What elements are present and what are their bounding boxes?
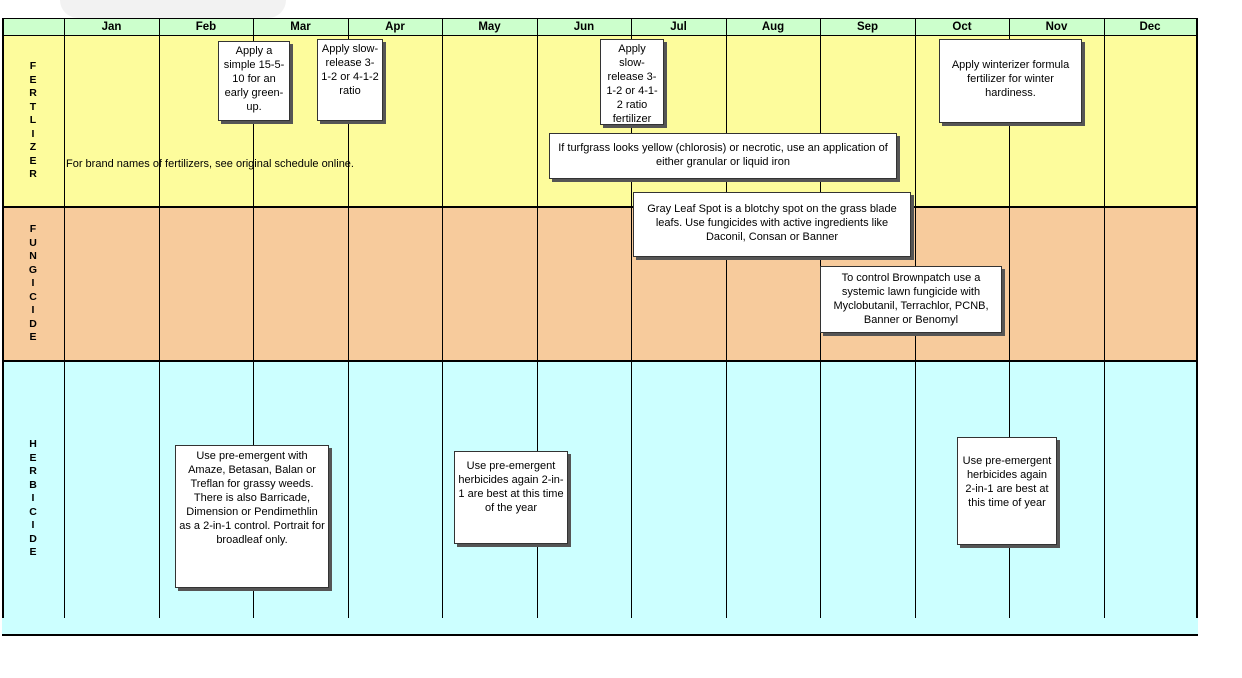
section-letter: D — [29, 317, 37, 330]
month-may: May — [478, 21, 501, 33]
herbicide-feb-note: Use pre-emergent with Amaze, Betasan, Ba… — [175, 445, 329, 588]
section-letter: I — [31, 304, 35, 317]
section-letter: E — [29, 331, 37, 344]
section-letter: Z — [29, 141, 37, 154]
grid-right-border — [1196, 18, 1198, 618]
month-apr: Apr — [385, 21, 405, 33]
section-letter: E — [29, 154, 37, 167]
section-letter: B — [29, 478, 37, 491]
grid-divider — [631, 18, 632, 618]
grid-divider — [64, 18, 65, 618]
section-letter: I — [31, 492, 35, 505]
fertilizer-jun-note: Apply slow-release 3-1-2 or 4-1-2 ratio … — [600, 39, 664, 125]
grid-divider — [1009, 18, 1010, 618]
section-letter: F — [29, 60, 37, 73]
month-nov: Nov — [1045, 21, 1068, 33]
fertilizer-iron-note: If turfgrass looks yellow (chlorosis) or… — [549, 133, 897, 179]
section-letter: E — [29, 451, 37, 464]
month-aug: Aug — [761, 21, 785, 33]
grid-divider — [253, 18, 254, 618]
grid-divider — [159, 18, 160, 618]
grid-divider — [726, 18, 727, 618]
grid-divider — [442, 18, 443, 618]
section-letter: I — [31, 277, 35, 290]
section-letter: E — [29, 546, 37, 559]
fertilizer-brand-note: For brand names of fertilizers, see orig… — [66, 158, 354, 170]
grid-left-border — [2, 18, 4, 618]
top-tab-shape — [60, 0, 286, 18]
brownpatch-note: To control Brownpatch use a systemic law… — [820, 266, 1002, 333]
section-letter: C — [29, 290, 37, 303]
month-header-row: Jan Feb Mar Apr May Jun Jul Aug Sep Oct … — [2, 18, 1198, 36]
section-letter: R — [29, 87, 37, 100]
month-mar: Mar — [290, 21, 311, 33]
month-jun: Jun — [573, 21, 595, 33]
section-letter: R — [29, 465, 37, 478]
herbicide-oct-note: Use pre-emergent herbicides again 2-in-1… — [957, 437, 1057, 545]
month-feb: Feb — [195, 21, 217, 33]
section-letter: G — [28, 263, 38, 276]
month-jan: Jan — [101, 21, 122, 33]
section-letter: H — [29, 438, 37, 451]
section-letter: N — [29, 250, 37, 263]
gray-leaf-spot-note: Gray Leaf Spot is a blotchy spot on the … — [633, 192, 911, 257]
section-letter: L — [29, 114, 37, 127]
section-letter: I — [31, 519, 35, 532]
grid-divider — [348, 18, 349, 618]
fertilizer-oct-note: Apply winterizer formula fertilizer for … — [939, 39, 1082, 123]
month-sep: Sep — [856, 21, 879, 33]
herbicide-may-note: Use pre-emergent herbicides again 2-in-1… — [454, 451, 568, 544]
fertilizer-mar-note: Apply slow-release 3-1-2 or 4-1-2 ratio — [317, 39, 383, 121]
section-letter: D — [29, 532, 37, 545]
month-oct: Oct — [952, 21, 972, 33]
section-letter: E — [29, 73, 37, 86]
section-letter: U — [29, 236, 37, 249]
fertilizer-feb-note: Apply a simple 15-5-10 for an early gree… — [218, 41, 290, 121]
schedule-grid: Jan Feb Mar Apr May Jun Jul Aug Sep Oct … — [2, 18, 1198, 636]
grid-divider — [537, 18, 538, 618]
section-letter: R — [29, 168, 37, 181]
section-letter: C — [29, 505, 37, 518]
month-dec: Dec — [1139, 21, 1161, 33]
grid-divider — [1104, 18, 1105, 618]
section-letter: T — [29, 100, 37, 113]
fungicide-band — [2, 206, 1198, 360]
month-jul: Jul — [670, 21, 687, 33]
section-letter: F — [29, 223, 37, 236]
section-letter: I — [31, 127, 35, 140]
